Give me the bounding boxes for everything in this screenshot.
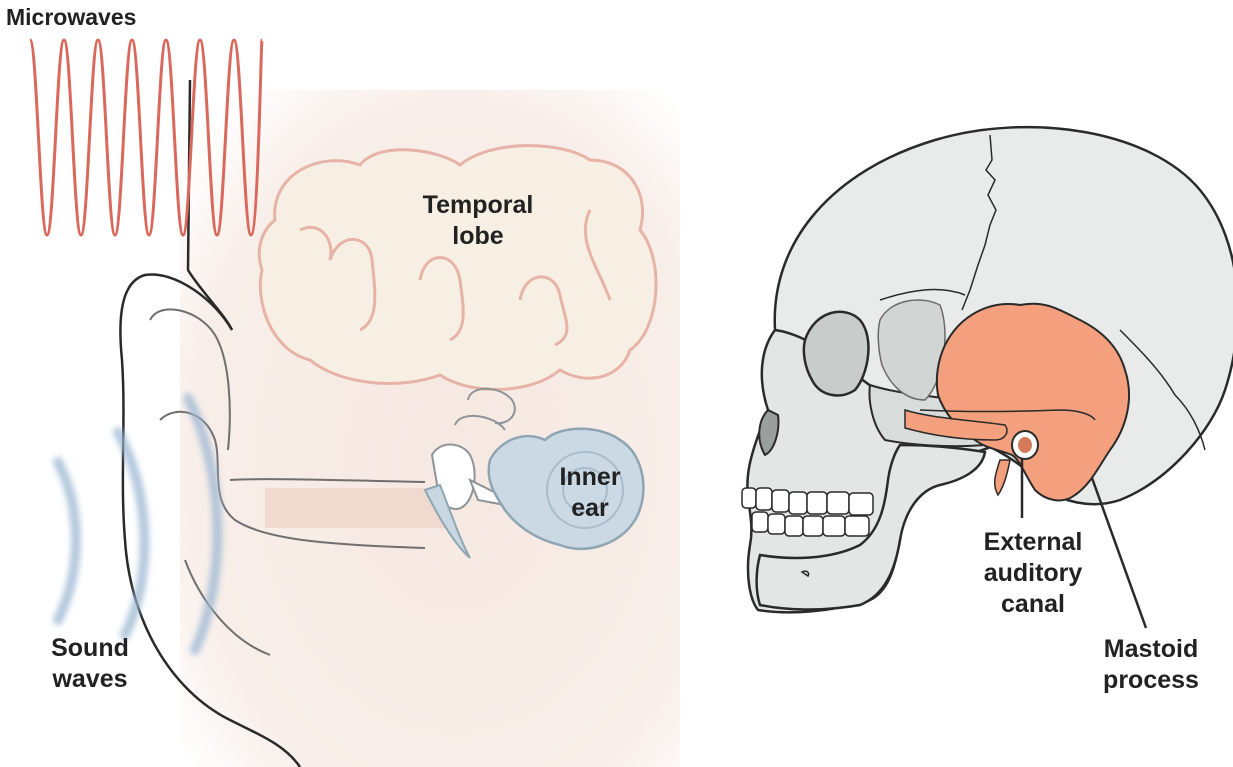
canal-label-line3: canal — [968, 589, 1098, 620]
microwaves-label: Microwaves — [6, 2, 136, 33]
sound-waves-label-line1: Sound — [30, 633, 150, 664]
temporal-lobe-label-line1: Temporal — [398, 190, 558, 221]
mastoid-process-label: Mastoid process — [1086, 634, 1216, 696]
external-auditory-canal-label: External auditory canal — [968, 527, 1098, 620]
sound-waves-label: Sound waves — [30, 633, 150, 695]
temporal-lobe-shape — [259, 146, 656, 390]
eye-socket — [804, 312, 869, 396]
ear-canal-inner — [1018, 437, 1032, 453]
teeth — [742, 488, 873, 536]
inner-ear-label-line1: Inner — [540, 462, 640, 493]
temporal-lobe-label: Temporal lobe — [398, 190, 558, 252]
inner-ear-label: Inner ear — [540, 462, 640, 524]
mastoid-label-line2: process — [1086, 665, 1216, 696]
canal-label-line2: auditory — [968, 558, 1098, 589]
canal-label-line1: External — [968, 527, 1098, 558]
ear-canal — [265, 488, 445, 528]
microwaves-label-text: Microwaves — [6, 2, 136, 33]
inner-ear-label-line2: ear — [540, 493, 640, 524]
sound-waves-label-line2: waves — [30, 664, 150, 695]
temporal-lobe-label-line2: lobe — [398, 221, 558, 252]
mastoid-label-line1: Mastoid — [1086, 634, 1216, 665]
styloid-process — [995, 460, 1010, 495]
